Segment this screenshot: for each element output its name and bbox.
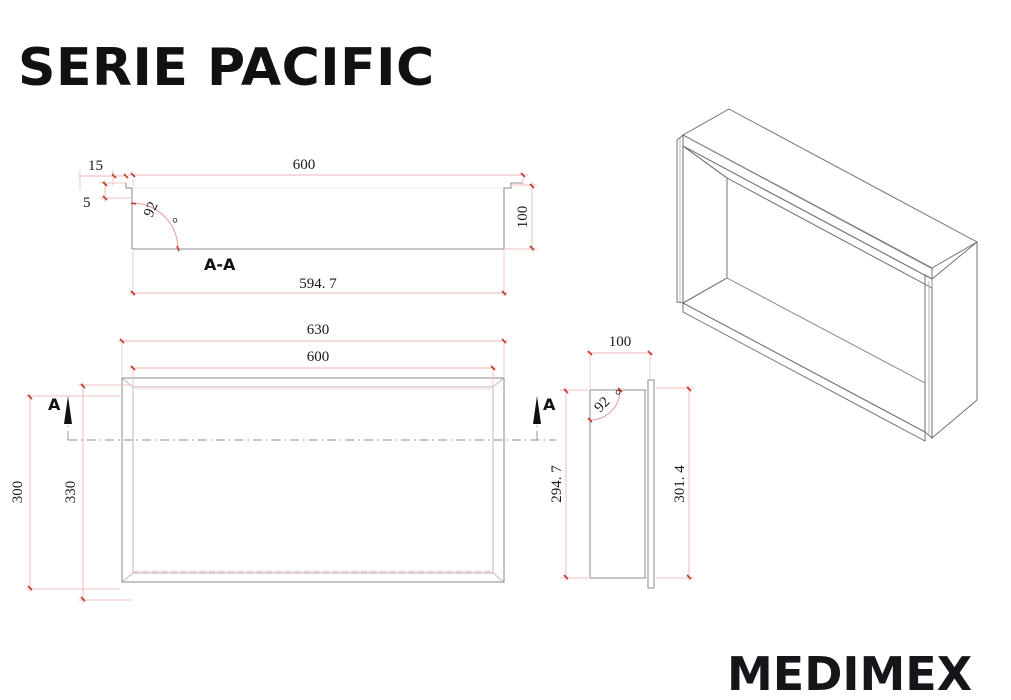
front-view-inner-rect bbox=[132, 386, 494, 574]
dim-front-inner-width: 600 bbox=[130, 349, 497, 386]
dim-section-length-value: 600 bbox=[293, 157, 316, 173]
side-view: 92 ° 100 294. 7 301. 4 bbox=[549, 334, 694, 589]
dim-front-inner-height-value: 330 bbox=[63, 481, 79, 504]
dim-notch-width: 15 bbox=[78, 158, 129, 190]
dim-side-outer-height: 301. 4 bbox=[656, 385, 694, 581]
dim-front-outer-width-value: 630 bbox=[307, 322, 330, 338]
section-aa-label: A-A bbox=[204, 255, 236, 274]
iso-top-thin-line bbox=[685, 136, 935, 271]
brand-logo: MEDIMEX bbox=[727, 647, 972, 700]
section-aa-view: 92 ° 15 5 600 bbox=[78, 157, 537, 296]
side-view-front-plate bbox=[647, 379, 655, 589]
front-view-outer-rect bbox=[121, 377, 505, 583]
dim-front-inner-height: 330 bbox=[63, 382, 132, 603]
section-arrow-left-icon bbox=[64, 396, 72, 424]
dim-notch-depth: 5 bbox=[83, 180, 132, 211]
section-aa-angle-unit: ° bbox=[172, 216, 178, 232]
dim-section-inner-length-value: 594. 7 bbox=[299, 276, 337, 292]
dim-front-outer-width: 630 bbox=[118, 322, 508, 376]
section-aa-angle-arc: 92 ° bbox=[130, 199, 180, 252]
dim-front-inner-width-value: 600 bbox=[307, 349, 330, 365]
dim-side-outer-height-value: 301. 4 bbox=[672, 465, 688, 503]
dim-notch-width-value: 15 bbox=[88, 158, 103, 174]
dim-section-height: 100 bbox=[504, 182, 537, 252]
iso-interior-back-bottom bbox=[726, 277, 926, 384]
section-aa-profile bbox=[113, 182, 523, 250]
section-marker-left: A bbox=[48, 395, 72, 440]
dim-side-inner-height-value: 294. 7 bbox=[549, 465, 565, 503]
front-view: 630 600 300 330 bbox=[10, 322, 556, 603]
dim-notch-depth-value: 5 bbox=[83, 195, 91, 211]
page-title: SERIE PACIFIC bbox=[18, 38, 435, 98]
side-view-angle-unit: ° bbox=[615, 388, 621, 404]
section-marker-right-label: A bbox=[543, 395, 556, 414]
section-aa-angle-value: 92 bbox=[141, 199, 162, 219]
dim-front-outer-height-value: 300 bbox=[10, 481, 26, 504]
dim-side-inner-height: 294. 7 bbox=[549, 387, 588, 581]
dim-side-depth: 100 bbox=[587, 334, 653, 388]
section-marker-left-label: A bbox=[48, 395, 61, 414]
section-marker-right: A bbox=[533, 395, 556, 440]
dim-section-inner-length: 594. 7 bbox=[130, 251, 508, 296]
dim-section-height-value: 100 bbox=[515, 206, 531, 229]
dim-front-outer-height: 300 bbox=[10, 393, 120, 592]
section-arrow-right-icon bbox=[533, 396, 541, 424]
dim-side-depth-value: 100 bbox=[609, 334, 632, 350]
isometric-view bbox=[676, 108, 978, 442]
